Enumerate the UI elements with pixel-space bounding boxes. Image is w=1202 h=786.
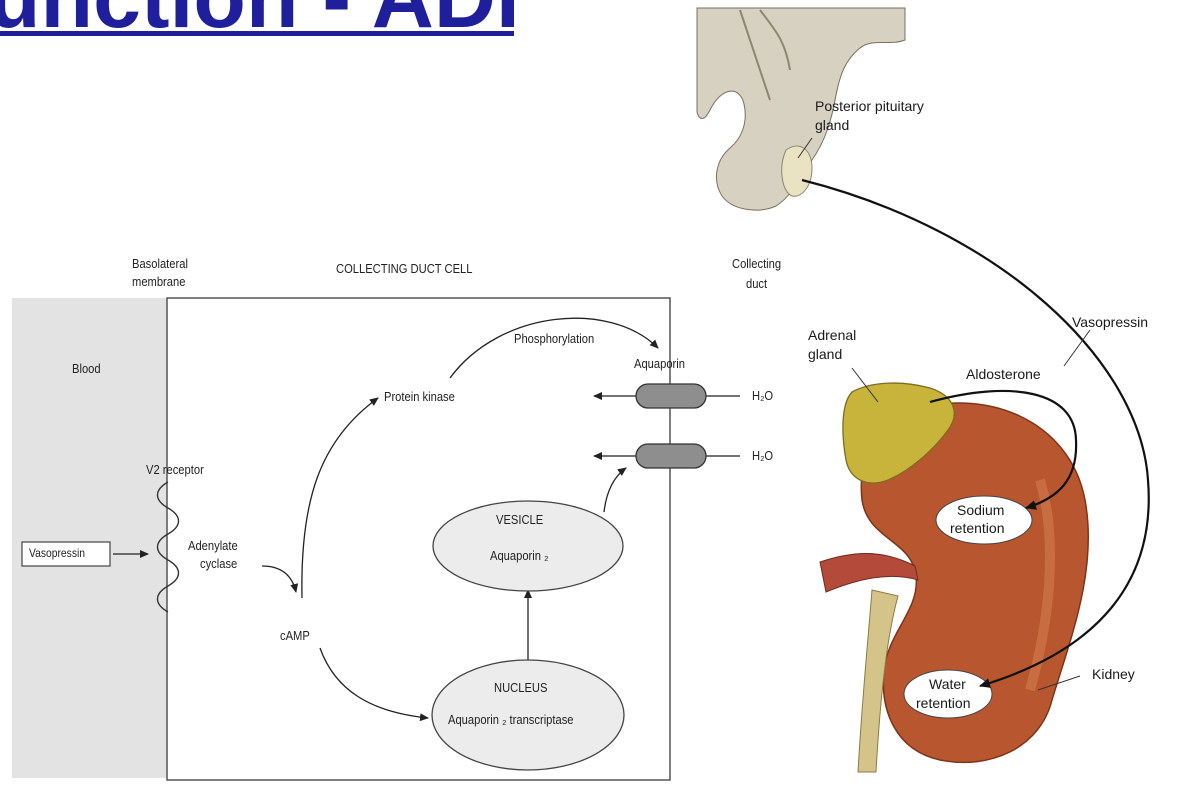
basolateral-label-line1: Basolateral — [132, 256, 188, 271]
posterior-lobe — [782, 146, 812, 196]
adenylate-label-line2: cyclase — [200, 556, 237, 571]
posterior-pituitary-label-line2: gland — [815, 117, 849, 133]
adrenal-label-line1: Adrenal — [808, 327, 856, 343]
collecting-duct-label-line2: duct — [746, 276, 767, 291]
vesicle-label: VESICLE — [496, 512, 543, 527]
protein-kinase-label: Protein kinase — [384, 389, 455, 404]
h2o-label-top: H₂O — [752, 388, 773, 403]
kidney-label: Kidney — [1092, 666, 1135, 682]
nucleus-content: Aquaporin ₂ transcriptase — [448, 712, 574, 727]
aquaporin-channel-top — [636, 384, 706, 408]
adrenal-label-line2: gland — [808, 346, 842, 362]
basolateral-label-line2: membrane — [132, 274, 185, 289]
aquaporin-channel-bottom — [636, 444, 706, 468]
sodium-retention-label-line2: retention — [950, 520, 1004, 536]
sodium-retention-label-line1: Sodium — [957, 502, 1004, 518]
posterior-pituitary-label-line1: Posterior pituitary — [815, 98, 924, 114]
water-retention-label-line2: retention — [916, 695, 970, 711]
nucleus-label: NUCLEUS — [494, 680, 547, 695]
vesicle-content: Aquaporin ₂ — [490, 548, 548, 563]
vasopressin-box-label: Vasopressin — [29, 546, 85, 560]
aquaporin-label: Aquaporin — [634, 356, 685, 371]
vasopressin-label: Vasopressin — [1072, 314, 1148, 330]
adenylate-label-line1: Adenylate — [188, 538, 238, 553]
collecting-duct-label-line1: Collecting — [732, 256, 781, 271]
water-retention-label-line1: Water — [929, 676, 966, 692]
phosphorylation-label: Phosphorylation — [514, 331, 594, 346]
renal-vessels — [820, 554, 918, 593]
h2o-label-bottom: H₂O — [752, 448, 773, 463]
v2-receptor-label: V2 receptor — [146, 462, 204, 477]
camp-label: cAMP — [280, 628, 310, 643]
collecting-duct-cell-label: COLLECTING DUCT CELL — [336, 261, 472, 276]
aldosterone-label: Aldosterone — [966, 366, 1041, 382]
blood-label: Blood — [72, 361, 101, 376]
